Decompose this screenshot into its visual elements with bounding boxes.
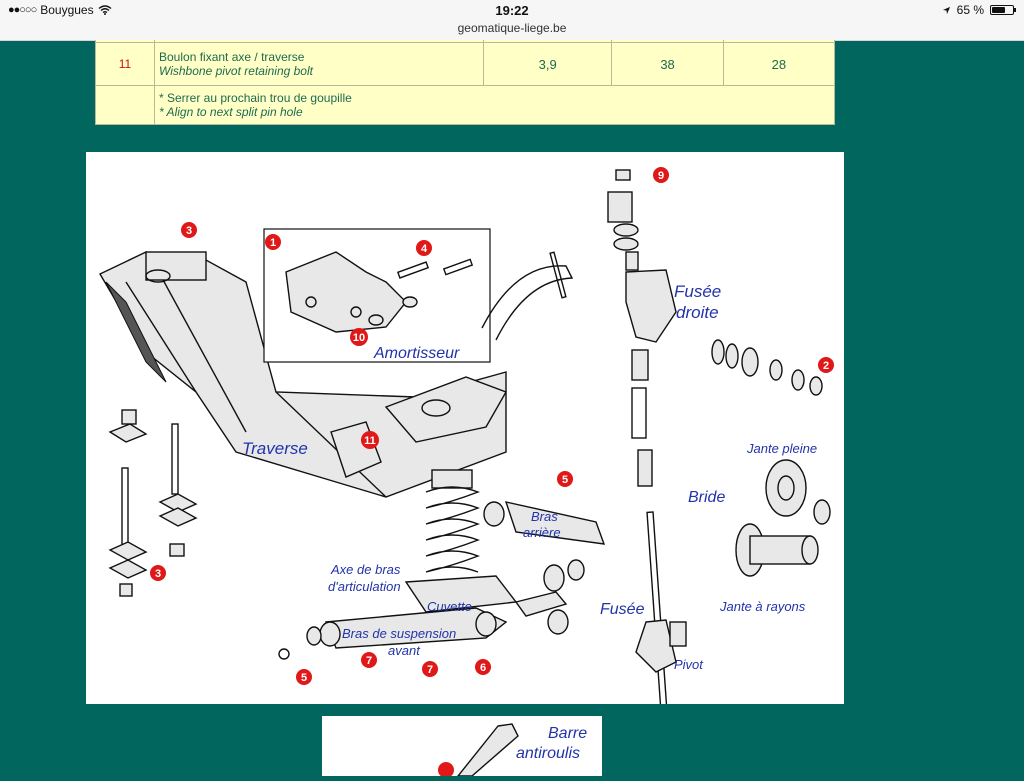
svg-text:2: 2 — [823, 360, 829, 372]
coil-spring — [404, 469, 518, 613]
table-note-row: * Serrer au prochain trou de goupille * … — [95, 85, 835, 125]
svg-text:1: 1 — [270, 237, 276, 249]
diagram-labels: Fusée droite Amortisseur Traverse Jante … — [242, 282, 817, 672]
svg-text:7: 7 — [366, 655, 372, 667]
svg-text:9: 9 — [658, 170, 664, 182]
badge-7: 7 — [422, 661, 438, 677]
badge-6: 6 — [475, 659, 491, 675]
label-axe-2: d'articulation — [328, 579, 401, 594]
label-bride: Bride — [688, 489, 725, 506]
label-fusee-droite-2: droite — [676, 303, 719, 322]
badge-partial — [438, 762, 454, 778]
item-number: 11 — [95, 42, 155, 86]
value-nm: 38 — [611, 42, 724, 86]
value-kgm: 3,9 — [482, 42, 613, 86]
label-antiroulis: antiroulis — [516, 745, 580, 762]
label-amortisseur: Amortisseur — [373, 345, 460, 362]
battery-icon — [990, 5, 1016, 15]
note-cell: * Serrer au prochain trou de goupille * … — [154, 85, 835, 125]
antiroll-bar-shape — [456, 723, 519, 777]
svg-text:5: 5 — [562, 474, 568, 486]
badge-2: 2 — [818, 357, 834, 373]
badge-5: 5 — [557, 471, 573, 487]
diagram2-svg: Barre antiroulis — [438, 723, 587, 778]
badge-5: 5 — [296, 669, 312, 685]
battery-level — [992, 7, 1005, 13]
wifi-icon — [98, 5, 112, 15]
note-fr: * Serrer au prochain trou de goupille — [159, 91, 352, 105]
svg-text:3: 3 — [155, 568, 161, 580]
svg-text:4: 4 — [421, 243, 428, 255]
badge-1: 1 — [265, 234, 281, 250]
badge-10: 10 — [350, 328, 368, 346]
mount-bolts-left — [108, 409, 198, 597]
label-bras-suspension-2: avant — [388, 643, 421, 658]
svg-text:7: 7 — [427, 664, 433, 676]
location-arrow-icon — [942, 6, 950, 14]
label-fusee-droite-1: Fusée — [674, 282, 721, 301]
wire-wheel-hub — [735, 523, 819, 577]
label-fusee: Fusée — [600, 601, 645, 618]
label-jante-rayons: Jante à rayons — [719, 599, 806, 614]
antiroll-bar-diagram: Barre antiroulis — [322, 716, 602, 778]
label-barre: Barre — [548, 725, 587, 742]
hub-washers — [711, 339, 823, 396]
note-en: * Align to next split pin hole — [159, 105, 303, 119]
badge-7: 7 — [361, 652, 377, 668]
status-bar: ●●○○○ Bouygues 19:22 65 % geomatique-lie… — [0, 0, 1024, 41]
crossmember-shape — [99, 251, 507, 498]
svg-text:3: 3 — [186, 225, 192, 237]
badge-3: 3 — [150, 565, 166, 581]
upper-link — [481, 265, 574, 341]
svg-text:5: 5 — [301, 672, 307, 684]
svg-text:6: 6 — [480, 662, 486, 674]
solid-hub — [765, 459, 831, 525]
svg-text:10: 10 — [353, 332, 365, 344]
label-bras-arriere-1: Bras — [531, 509, 558, 524]
value-lbft: 28 — [722, 42, 836, 86]
label-cuvette: Cuvette — [427, 599, 472, 614]
table-row: 11 Boulon fixant axe / traverse Wishbone… — [95, 42, 836, 86]
label-pivot: Pivot — [674, 657, 704, 672]
suspension-diagram: 1 2 3 3 4 5 5 6 7 7 9 10 11 Fusée droite… — [86, 152, 844, 713]
description-en: Wishbone pivot retaining bolt — [159, 64, 313, 78]
battery-percent: 65 % — [956, 3, 984, 17]
svg-text:11: 11 — [364, 435, 376, 447]
carrier-info: ●●○○○ Bouygues — [8, 3, 112, 17]
label-bras-arriere-2: arrière — [523, 525, 561, 540]
badge-9: 9 — [653, 167, 669, 183]
torque-table: 11 Boulon fixant axe / traverse Wishbone… — [95, 40, 836, 125]
signal-icon: ●●○○○ — [8, 4, 37, 16]
status-right: 65 % — [942, 3, 1016, 17]
badge-4: 4 — [416, 240, 432, 256]
clock: 19:22 — [495, 3, 529, 18]
label-bras-suspension-1: Bras de suspension — [342, 626, 456, 641]
carrier-name: Bouygues — [40, 3, 94, 17]
label-axe-1: Axe de bras — [330, 562, 401, 577]
stub-axle-assembly — [607, 169, 687, 713]
badge-11: 11 — [361, 431, 379, 449]
part-badges: 1 2 3 3 4 5 5 6 7 7 9 10 11 — [150, 167, 834, 685]
diagram-svg: 1 2 3 3 4 5 5 6 7 7 9 10 11 Fusée droite… — [99, 167, 834, 713]
label-jante-pleine: Jante pleine — [746, 441, 817, 456]
description-fr: Boulon fixant axe / traverse — [159, 50, 305, 64]
item-description: Boulon fixant axe / traverse Wishbone pi… — [154, 42, 484, 86]
address-bar[interactable]: geomatique-liege.be — [457, 21, 567, 35]
label-traverse: Traverse — [242, 439, 308, 458]
badge-3: 3 — [181, 222, 197, 238]
rear-arm-shape — [504, 501, 606, 545]
